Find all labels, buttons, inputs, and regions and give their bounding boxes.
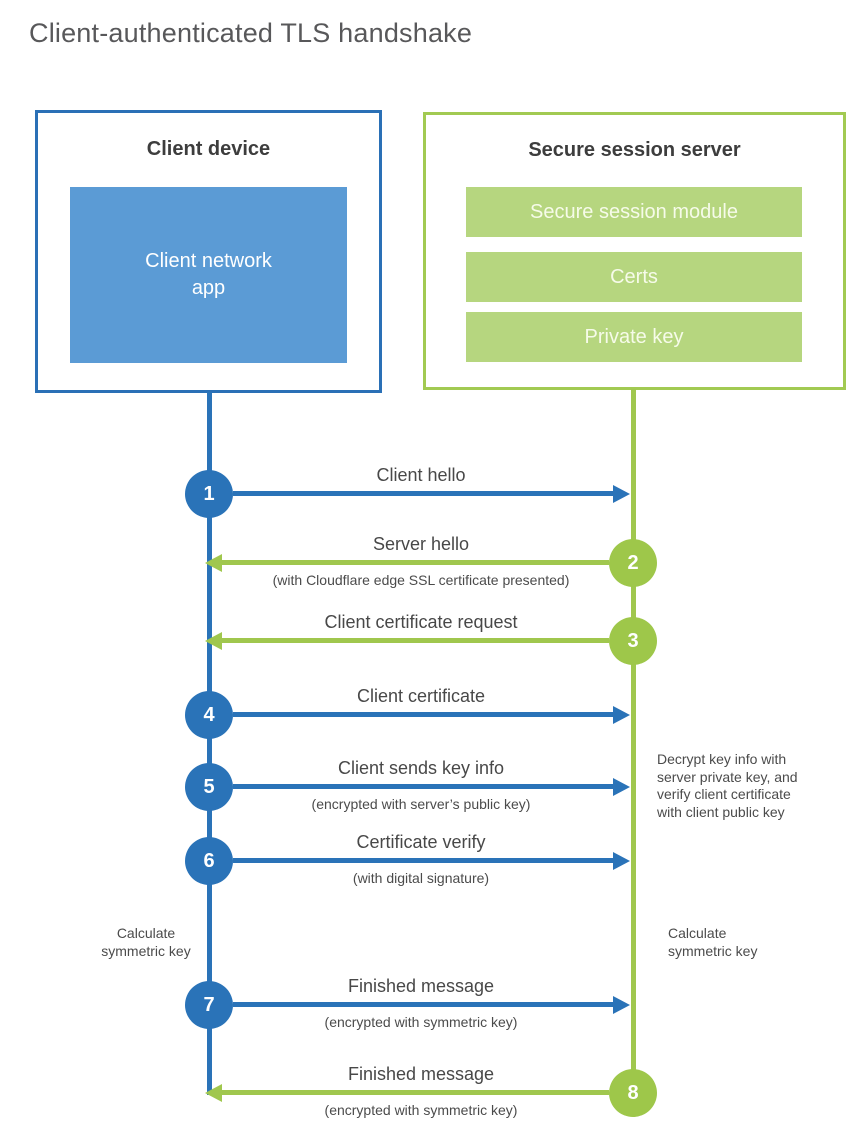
step-8-arrow xyxy=(222,1090,609,1095)
step-3-label: Client certificate request xyxy=(324,612,518,632)
step-2-label: Server hello xyxy=(372,534,470,554)
step-8-number: 8 xyxy=(627,1081,639,1104)
step-6-number: 6 xyxy=(203,849,215,872)
server-decrypt-note: Decrypt key info with server private key… xyxy=(657,751,798,820)
step-1-label: Client hello xyxy=(376,465,466,485)
client-calculate-note: Calculate symmetric key xyxy=(101,925,191,959)
step-7-sublabel: (encrypted with symmetric key) xyxy=(324,1014,518,1030)
step-5-number: 5 xyxy=(203,775,215,798)
step-2-circle: 2 xyxy=(609,539,657,587)
step-8-label: Finished message xyxy=(347,1064,495,1084)
server-lifeline xyxy=(631,389,636,1095)
module-certs: Certs xyxy=(466,252,802,302)
step-1-number: 1 xyxy=(203,482,215,505)
step-2-number: 2 xyxy=(627,551,639,574)
step-7-circle: 7 xyxy=(185,981,233,1029)
step-8-circle: 8 xyxy=(609,1069,657,1117)
step-8-sublabel: (encrypted with symmetric key) xyxy=(324,1102,518,1118)
client-network-app-box: Client network app xyxy=(70,187,347,363)
step-2-arrow xyxy=(222,560,609,565)
step-5-arrow xyxy=(233,784,613,789)
step-5-sublabel: (encrypted with server’s public key) xyxy=(311,796,531,812)
page-title: Client-authenticated TLS handshake xyxy=(29,18,473,48)
module-secure-session: Secure session module xyxy=(466,187,802,237)
step-3-circle: 3 xyxy=(609,617,657,665)
step-7-number: 7 xyxy=(203,993,215,1016)
client-device-title: Client device xyxy=(146,138,271,160)
secure-session-server-title: Secure session server xyxy=(528,139,741,161)
secure-session-server-box: Secure session server Secure session mod… xyxy=(423,112,846,390)
step-6-circle: 6 xyxy=(185,837,233,885)
client-network-app-label: Client network app xyxy=(145,250,272,299)
step-1-arrow xyxy=(233,491,613,496)
step-4-circle: 4 xyxy=(185,691,233,739)
server-calculate-note: Calculate symmetric key xyxy=(668,925,758,959)
step-7-label: Finished message xyxy=(347,976,495,996)
step-3-number: 3 xyxy=(627,629,639,652)
step-7-arrow xyxy=(233,1002,613,1007)
step-6-arrow xyxy=(233,858,613,863)
step-2-sublabel: (with Cloudflare edge SSL certificate pr… xyxy=(272,572,570,588)
step-5-label: Client sends key info xyxy=(337,758,505,778)
step-6-label: Certificate verify xyxy=(356,832,486,852)
step-1-circle: 1 xyxy=(185,470,233,518)
client-device-box: Client device Client network app xyxy=(35,110,382,393)
client-lifeline xyxy=(207,392,212,1095)
module-private-key: Private key xyxy=(466,312,802,362)
step-3-arrow xyxy=(222,638,609,643)
step-5-circle: 5 xyxy=(185,763,233,811)
step-4-number: 4 xyxy=(203,703,215,726)
step-4-arrow xyxy=(233,712,613,717)
step-6-sublabel: (with digital signature) xyxy=(352,870,490,886)
step-4-label: Client certificate xyxy=(356,686,486,706)
